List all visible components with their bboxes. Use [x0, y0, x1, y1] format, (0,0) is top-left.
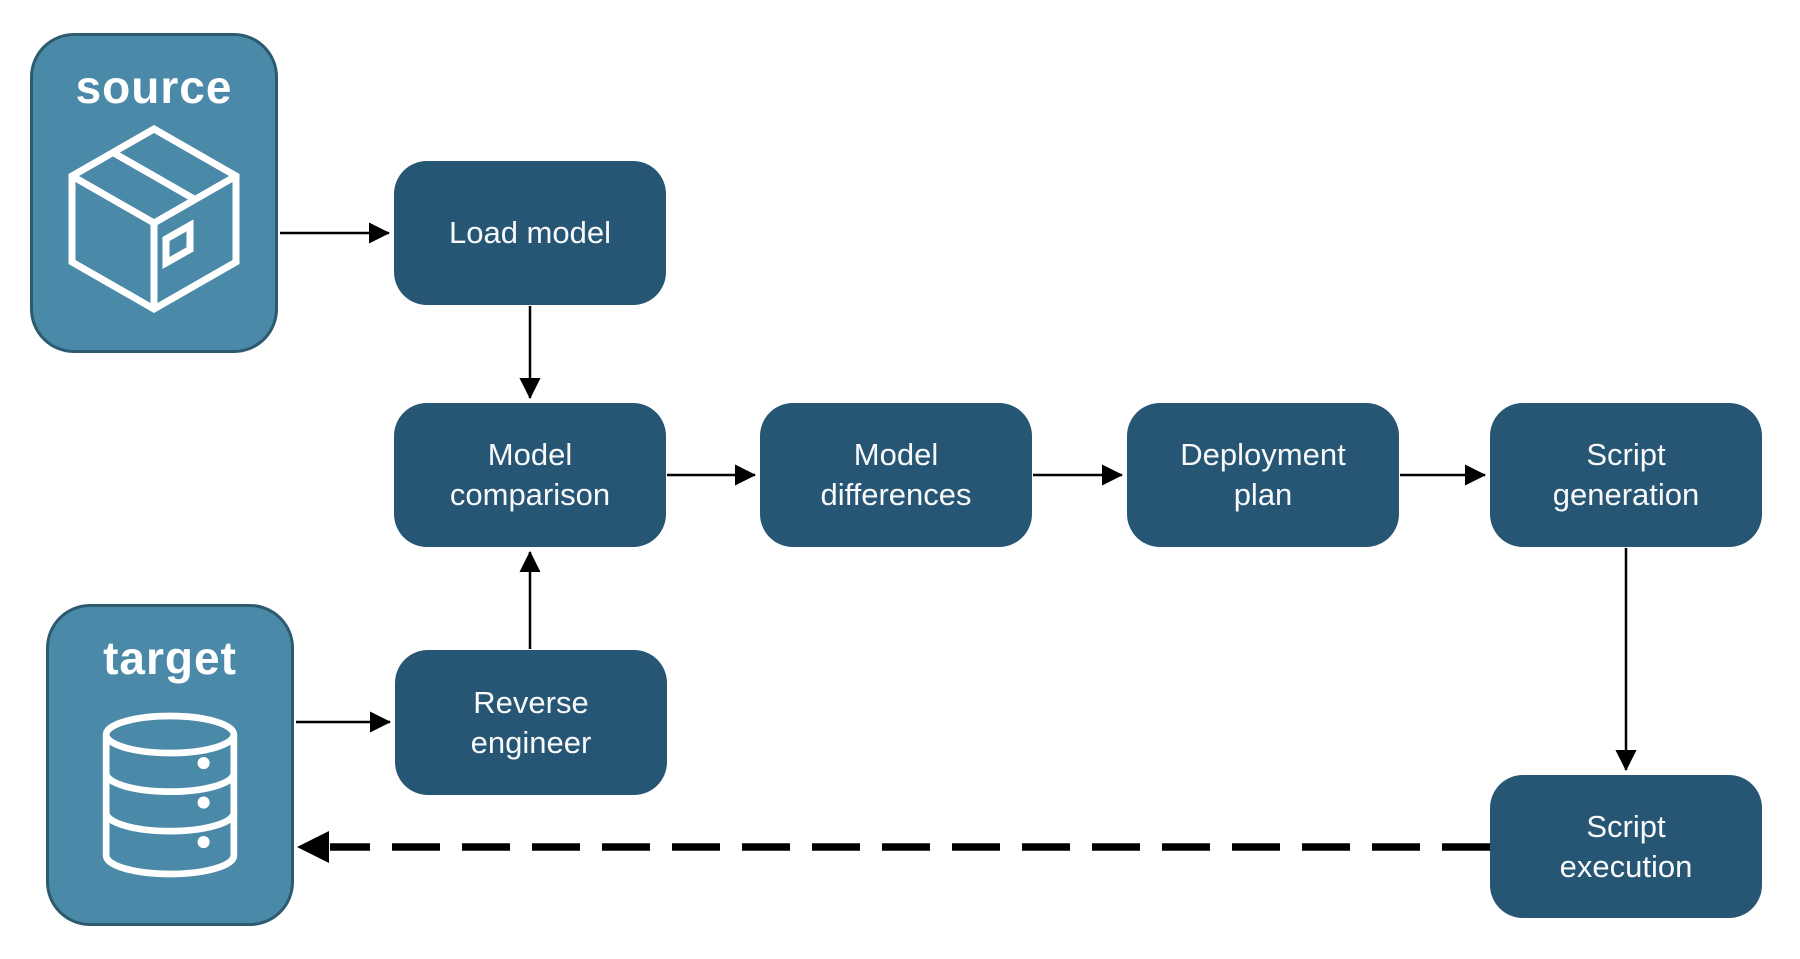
target-endpoint: target — [46, 604, 294, 926]
node-label: Script execution — [1559, 808, 1693, 884]
package-icon — [68, 124, 240, 314]
node-script-execution: Script execution — [1490, 775, 1762, 918]
node-deployment-plan: Deployment plan — [1127, 403, 1399, 547]
target-label: target — [103, 632, 237, 684]
source-endpoint: source — [30, 33, 278, 353]
node-model-comparison: Model comparison — [394, 403, 666, 547]
edge-script-execution-to-target-dashed — [297, 831, 1490, 863]
node-label: Load model — [448, 215, 611, 250]
node-label: Deployment plan — [1180, 437, 1346, 512]
node-label: Reverse engineer — [470, 684, 592, 760]
database-icon — [102, 712, 238, 878]
node-load-model: Load model — [394, 161, 666, 305]
node-label: Script generation — [1552, 437, 1700, 512]
node-model-differences: Model differences — [760, 403, 1032, 547]
node-reverse-engineer: Reverse engineer — [395, 650, 667, 795]
node-label: Model differences — [820, 437, 972, 512]
source-label: source — [75, 61, 233, 113]
node-script-generation: Script generation — [1490, 403, 1762, 547]
node-label: Model comparison — [449, 437, 611, 512]
